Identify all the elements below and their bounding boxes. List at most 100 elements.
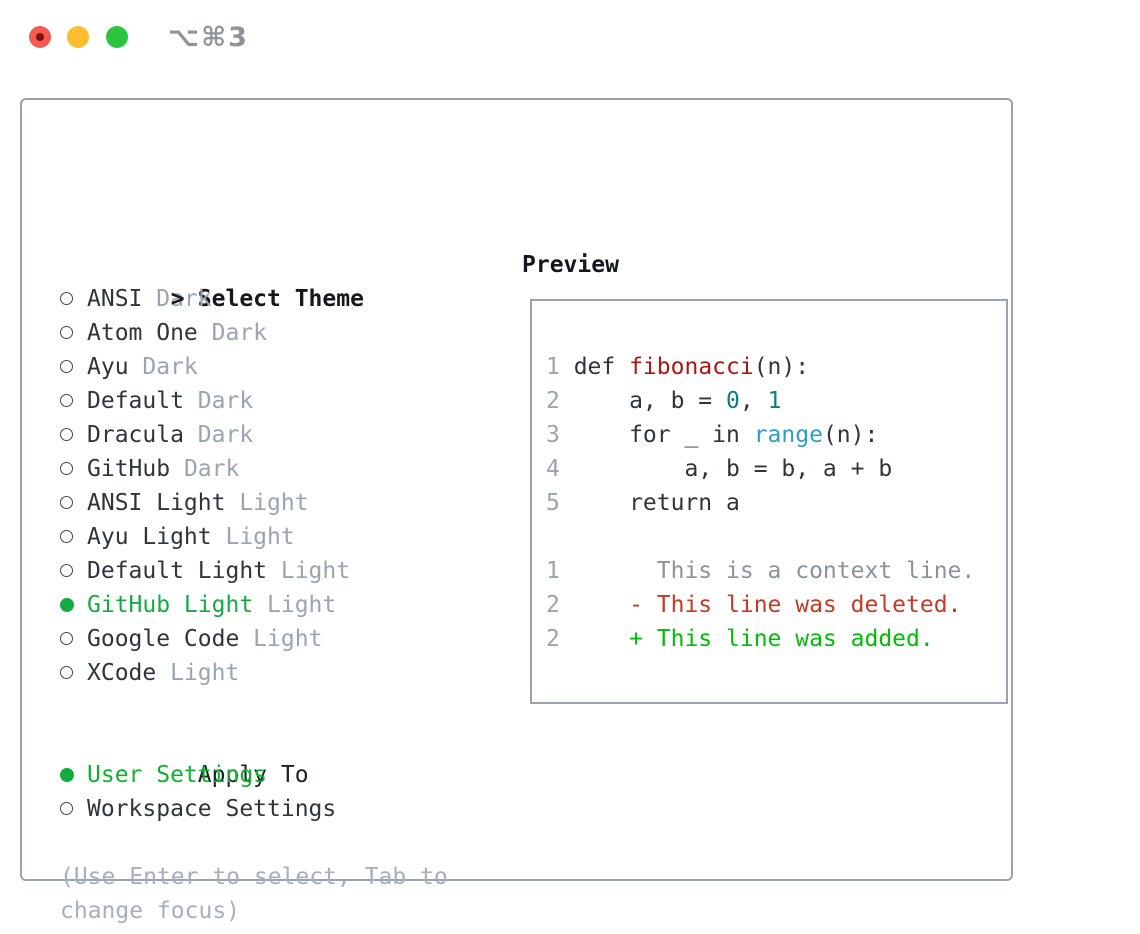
close-button[interactable] [29, 26, 51, 48]
code-segment-plain: (n): [753, 354, 810, 380]
code-segment-function: fibonacci [629, 354, 754, 380]
code-line: 4 a, b = b, a + b [546, 452, 1006, 486]
theme-option-xcode[interactable]: XCode Light [60, 656, 500, 690]
line-number: 5 [546, 490, 560, 516]
theme-option-label: GitHub [87, 456, 171, 482]
theme-variant-label: Dark [170, 456, 240, 482]
code-line [546, 520, 1006, 554]
radio-icon[interactable] [60, 622, 87, 656]
code-segment-plain: return a [573, 490, 740, 516]
line-number: 4 [546, 456, 560, 482]
code-line: 2 - This line was deleted. [546, 588, 1006, 622]
titlebar: ⌥⌘3 [0, 0, 1140, 74]
theme-option-label: ANSI [87, 286, 143, 312]
theme-variant-label: Dark [183, 422, 254, 448]
code-segment-deleted: - This line was deleted. [573, 592, 962, 618]
code-segment-builtin: range [753, 422, 823, 448]
theme-option-label: Ayu [87, 354, 129, 380]
code-segment-plain: for _ in [573, 422, 754, 448]
zoom-button[interactable] [106, 26, 128, 48]
select-theme-title: Select Theme [197, 286, 364, 312]
theme-option-default-light[interactable]: Default Light Light [60, 554, 500, 588]
theme-variant-label: Light [225, 490, 309, 516]
code-segment-plain: a, b = [573, 388, 727, 414]
apply-option-label: User Settings [87, 762, 268, 788]
theme-variant-label: Dark [183, 388, 254, 414]
theme-variant-label: Light [211, 524, 295, 550]
apply-to-header-row: Apply To [60, 724, 500, 788]
theme-option-github[interactable]: GitHub Dark [60, 452, 500, 486]
code-segment-plain: , [739, 388, 768, 414]
code-line: 3 for _ in range(n): [546, 418, 1006, 452]
theme-option-dracula[interactable]: Dracula Dark [60, 418, 500, 452]
apply-to-title: Apply To [197, 762, 309, 788]
theme-option-label: XCode [87, 660, 157, 686]
theme-option-ayu[interactable]: Ayu Dark [60, 350, 500, 384]
hint-text-line-2: change focus) [60, 898, 241, 924]
theme-option-ayu-light[interactable]: Ayu Light Light [60, 520, 500, 554]
hint-text-line-1: (Use Enter to select, Tab to [60, 864, 448, 890]
line-number: 2 [546, 626, 560, 652]
theme-option-label: Default Light [87, 558, 268, 584]
apply-to-marker-slot [171, 758, 198, 792]
theme-option-atom-one[interactable]: Atom One Dark [60, 316, 500, 350]
minimize-button[interactable] [67, 26, 89, 48]
code-segment-plain: a, b = b, a + b [573, 456, 893, 482]
radio-icon[interactable] [60, 418, 87, 452]
line-number: 3 [546, 422, 560, 448]
line-number: 2 [546, 592, 560, 618]
theme-option-label: Dracula [87, 422, 184, 448]
radio-icon[interactable] [60, 656, 87, 690]
prompt-marker: > [171, 282, 198, 316]
preview-title: Preview [522, 252, 619, 278]
code-segment-plain: def [573, 354, 630, 380]
theme-option-label: GitHub Light [87, 592, 254, 618]
theme-option-ansi-light[interactable]: ANSI Light Light [60, 486, 500, 520]
radio-icon[interactable] [60, 384, 87, 418]
theme-variant-label: Dark [197, 320, 268, 346]
apply-option-label: Workspace Settings [87, 796, 337, 822]
window-shortcut-label: ⌥⌘3 [168, 22, 249, 53]
radio-icon[interactable] [60, 520, 87, 554]
theme-option-google-code[interactable]: Google Code Light [60, 622, 500, 656]
apply-option-workspace-settings[interactable]: Workspace Settings [60, 792, 500, 826]
spacer-row [60, 690, 500, 724]
apply-option-user-settings[interactable]: User Settings [60, 758, 500, 792]
theme-variant-label: Dark [128, 354, 198, 380]
theme-variant-label: Light [239, 626, 323, 652]
theme-variant-label: Light [253, 592, 337, 618]
radio-icon[interactable] [60, 350, 87, 384]
code-line: 5 return a [546, 486, 1006, 520]
radio-icon[interactable] [60, 316, 87, 350]
code-line: 1 This is a context line. [546, 554, 1006, 588]
theme-option-label: ANSI Light [87, 490, 226, 516]
selected-radio-icon[interactable] [60, 588, 87, 622]
code-segment-plain: (n): [822, 422, 879, 448]
theme-option-label: Atom One [87, 320, 198, 346]
code-segment-added: + This line was added. [573, 626, 934, 652]
spacer-row-2 [60, 826, 500, 860]
theme-option-default[interactable]: Default Dark [60, 384, 500, 418]
selected-radio-icon[interactable] [60, 758, 87, 792]
radio-icon[interactable] [60, 282, 87, 316]
radio-icon[interactable] [60, 792, 87, 826]
radio-icon[interactable] [60, 452, 87, 486]
theme-option-label: Default [87, 388, 184, 414]
close-focus-dot [36, 33, 44, 41]
theme-variant-label: Light [156, 660, 240, 686]
theme-option-label: Ayu Light [87, 524, 212, 550]
theme-option-github-light[interactable]: GitHub Light Light [60, 588, 500, 622]
code-segment-number: 1 [767, 388, 782, 414]
theme-option-ansi[interactable]: ANSI Dark [60, 282, 500, 316]
select-theme-header-row: > Select Theme [60, 248, 500, 312]
line-number: 1 [546, 558, 560, 584]
prompt-caret: > [170, 286, 185, 312]
line-number: 1 [546, 354, 560, 380]
radio-icon[interactable] [60, 554, 87, 588]
code-segment-context: This is a context line. [573, 558, 976, 584]
radio-icon[interactable] [60, 486, 87, 520]
